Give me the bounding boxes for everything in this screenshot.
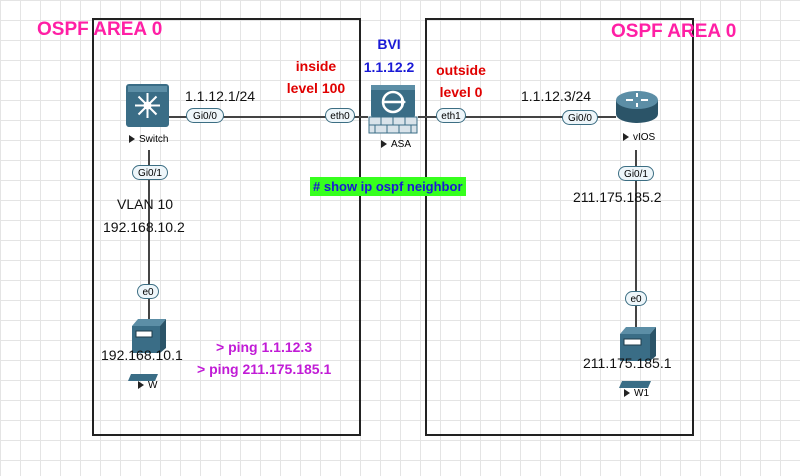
- command-show-ospf: # show ip ospf neighbor: [310, 177, 466, 196]
- area-right-box: [425, 18, 694, 436]
- switch-name: Switch: [139, 134, 169, 145]
- port-switch-gi00[interactable]: Gi0/0: [186, 108, 224, 123]
- router-icon: [616, 91, 658, 123]
- port-asa-eth1[interactable]: eth1: [436, 108, 466, 123]
- link-switch-asa: [165, 116, 368, 118]
- pc-w1-name: W1: [634, 388, 649, 399]
- area-left-title: OSPF AREA 0: [37, 19, 163, 40]
- play-icon: [623, 133, 629, 141]
- cmd-ping-1: > ping 1.1.12.3: [216, 339, 313, 355]
- asa-inside-label: inside level 100: [276, 55, 356, 99]
- server-icon: [132, 319, 166, 353]
- port-w1-e0[interactable]: e0: [625, 291, 647, 306]
- pc-w1-node[interactable]: [616, 326, 658, 362]
- pc-w1-label: W1: [624, 388, 649, 399]
- inside-level: level 100: [286, 80, 346, 96]
- asa-name: ASA: [391, 139, 412, 150]
- keyboard-icon: [128, 374, 158, 381]
- area-right-title: OSPF AREA 0: [611, 21, 737, 42]
- server-icon: [620, 327, 656, 361]
- switch-vlan-ip: 192.168.10.2: [103, 219, 185, 235]
- port-w-e0[interactable]: e0: [137, 284, 159, 299]
- keyboard-icon: [619, 381, 651, 388]
- asa-node[interactable]: [368, 85, 418, 135]
- router-node[interactable]: [613, 90, 661, 126]
- pc-w-ip: 192.168.10.1: [101, 347, 183, 363]
- link-asa-router: [418, 116, 616, 118]
- port-router-gi00[interactable]: Gi0/0: [562, 110, 598, 125]
- firewall-icon: [368, 85, 418, 134]
- outside-text: outside: [436, 62, 486, 78]
- switch-vlan: VLAN 10: [117, 196, 174, 212]
- router-down-ip: 211.175.185.2: [573, 189, 662, 205]
- port-router-gi01[interactable]: Gi0/1: [618, 166, 654, 181]
- pc-w-label: W: [138, 380, 157, 391]
- pc-w-node[interactable]: [128, 318, 168, 354]
- switch-node[interactable]: [126, 84, 169, 127]
- asa-bvi-label: BVI: [377, 36, 401, 52]
- pc-w-keyboard: [128, 368, 158, 381]
- pc-w1-ip: 211.175.185.1: [583, 355, 672, 371]
- asa-outside-label: outside level 0: [425, 59, 497, 103]
- pc-w-name: W: [148, 380, 158, 391]
- play-icon: [624, 389, 630, 397]
- port-asa-eth0[interactable]: eth0: [325, 108, 355, 123]
- play-icon: [129, 135, 135, 143]
- play-icon: [381, 140, 387, 148]
- port-switch-gi01[interactable]: Gi0/1: [132, 165, 168, 180]
- link-switch-w: [148, 150, 150, 325]
- inside-text: inside: [295, 58, 337, 74]
- link-router-w1: [635, 150, 637, 333]
- router-label: vIOS: [623, 132, 655, 143]
- asa-bvi-ip: 1.1.12.2: [363, 59, 415, 75]
- play-icon: [138, 381, 144, 389]
- router-name: vIOS: [633, 132, 656, 143]
- switch-icon: [126, 84, 169, 127]
- switch-label: Switch: [129, 134, 168, 145]
- switch-ip: 1.1.12.1/24: [185, 88, 256, 104]
- asa-label: ASA: [381, 139, 411, 150]
- cmd-ping-2: > ping 211.175.185.1: [197, 361, 332, 377]
- outside-level: level 0: [439, 84, 483, 100]
- pc-w1-keyboard: [619, 375, 651, 388]
- router-ip: 1.1.12.3/24: [521, 88, 592, 104]
- area-left-box: [92, 18, 361, 436]
